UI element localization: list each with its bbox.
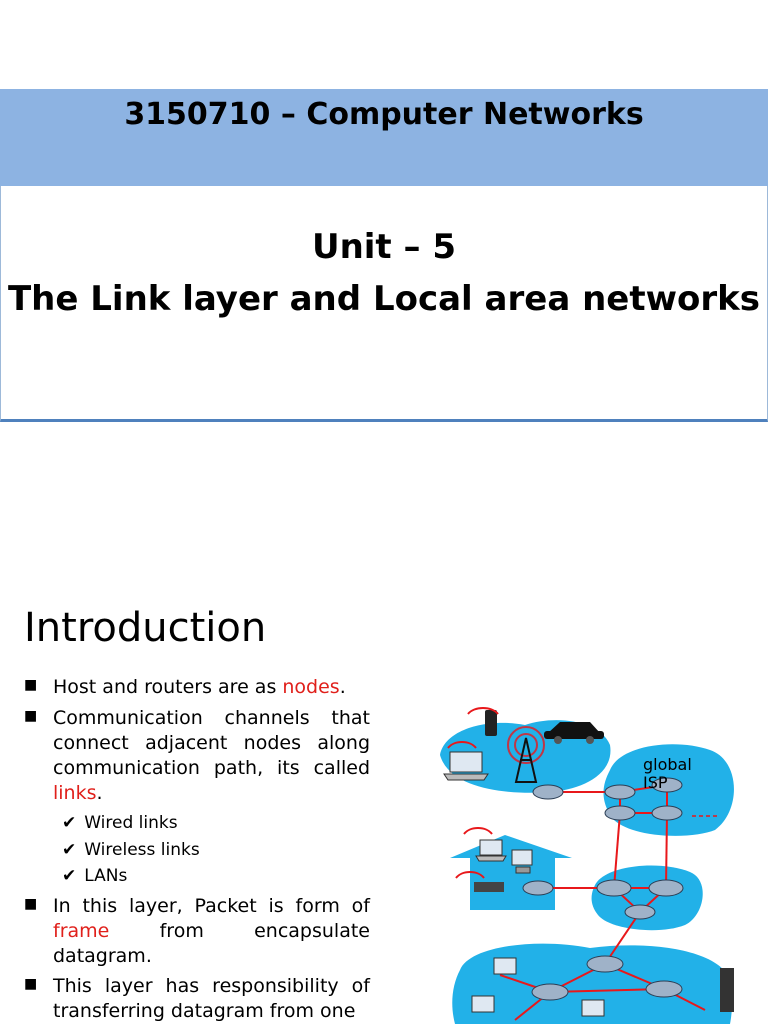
cell-tower-icon [507,726,545,783]
home-router-icon [474,882,504,892]
bullet-links: ■ Communication channels that connect ad… [24,706,370,806]
desktop-icon [493,957,517,975]
global-isp-label: global [643,755,692,774]
unit-title: Unit – 5 [311,227,457,267]
highlight-nodes: nodes [282,676,340,698]
sub-bullet-wired: ✔Wired links [62,813,178,833]
desktop-icon [471,995,495,1013]
wireless-signal-icon [447,741,477,749]
course-title: 3150710 – Computer Networks [124,97,644,132]
router-icon [648,879,684,897]
router-icon [596,879,632,897]
sub-bullet-lans: ✔LANs [62,866,128,886]
sub-bullet-wireless: ✔Wireless links [62,840,200,860]
bullet-nodes: ■ Host and routers are as nodes. [24,675,370,700]
wireless-signal-icon [463,827,493,835]
highlight-frame: frame [53,920,110,942]
bullet-marker: ■ [24,708,38,724]
bullet-marker: ■ [24,896,38,912]
desktop-icon [581,999,605,1017]
bullet-frame: ■ In this layer, Packet is form of frame… [24,894,370,969]
wireless-signal-icon [467,707,499,715]
section-heading: Introduction [24,605,267,651]
check-icon: ✔ [62,866,77,886]
header-band [0,89,768,186]
home-laptop-icon [475,839,507,862]
network-diagram: global ISP [440,707,734,1024]
check-icon: ✔ [62,813,77,833]
car-icon [544,722,604,744]
router-icon [651,805,683,821]
wireless-signal-icon [455,871,485,879]
title-box [0,186,768,422]
bullet-marker: ■ [24,976,38,992]
router-icon [645,980,683,998]
home-desktop-icon [511,849,533,874]
router-icon [651,777,683,793]
bullet-transfer: ■ This layer has responsibility of trans… [24,974,370,1024]
router-icon [604,784,636,800]
check-icon: ✔ [62,840,77,860]
router-icon [532,784,564,800]
highlight-links: links [53,782,97,804]
server-rack-icon [720,968,734,1012]
laptop-icon [443,751,489,781]
router-icon [604,805,636,821]
bullet-marker: ■ [24,677,38,693]
router-icon [586,955,624,973]
phone-icon [485,710,497,736]
enterprise-network-cloud [591,865,703,931]
router-icon [531,983,569,1001]
unit-subtitle: The Link layer and Local area networks [7,279,761,319]
global-isp-label-isp: ISP [643,773,668,792]
routers [522,777,684,1001]
datacenter-network-cloud [452,943,733,1024]
router-icon [624,904,656,920]
router-icon [522,880,554,896]
